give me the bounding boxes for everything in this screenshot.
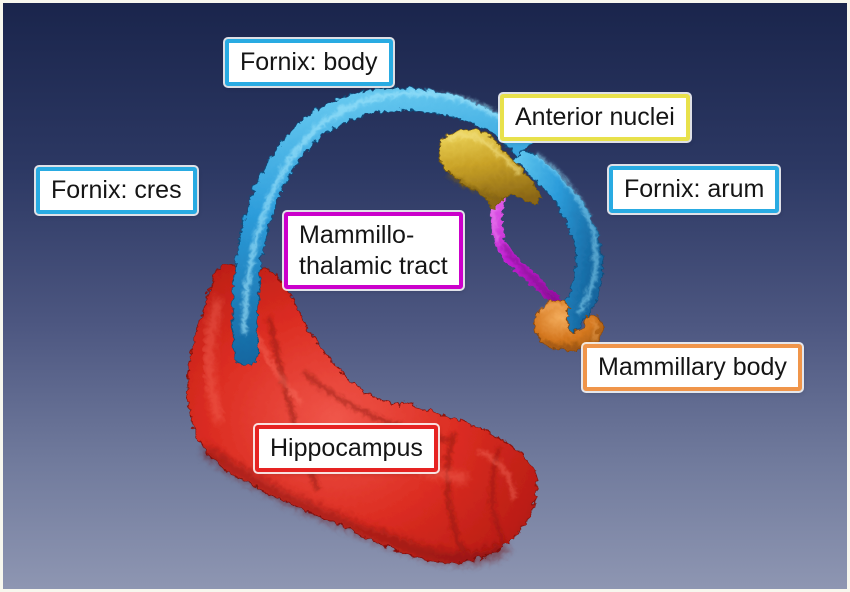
mammillary-body-blob bbox=[531, 297, 602, 350]
mammillary-body-highlight bbox=[538, 302, 562, 312]
hippocampus-highlight bbox=[204, 296, 221, 421]
mammillary-body-highlight bbox=[588, 318, 597, 340]
label-mammillary-body: Mammillary body bbox=[583, 344, 802, 391]
hippocampus-crease bbox=[488, 444, 504, 542]
label-fornix-cres: Fornix: cres bbox=[36, 167, 197, 214]
label-mammillo-line2: thalamic tract bbox=[299, 251, 448, 280]
fornix-arc bbox=[230, 85, 532, 364]
mammillo-thalamic-tract-model bbox=[488, 191, 564, 314]
hippocampus-highlight bbox=[476, 447, 514, 499]
label-fornix-arum: Fornix: arum bbox=[609, 166, 780, 213]
fornix-arc-highlight bbox=[239, 89, 502, 333]
hippocampus-bottom-shadow bbox=[200, 444, 508, 563]
label-fornix-body: Fornix: body bbox=[225, 39, 393, 86]
label-mammillo-line1: Mammillo- bbox=[299, 221, 415, 249]
fornix-body-model bbox=[230, 85, 532, 364]
brain-structures-canvas bbox=[185, 85, 602, 563]
label-mammillo-thalamic-tract: Mammillo- thalamic tract bbox=[284, 212, 463, 289]
label-hippocampus: Hippocampus bbox=[255, 425, 438, 472]
mammillo-thalamic-tract-shadow bbox=[500, 241, 557, 303]
fornix-arum-highlight bbox=[532, 151, 597, 312]
label-anterior-nuclei: Anterior nuclei bbox=[500, 94, 690, 141]
anterior-nuclei-shadow bbox=[445, 171, 499, 199]
hippocampus-crease bbox=[442, 430, 465, 552]
anterior-nuclei-model bbox=[436, 127, 540, 207]
anterior-nuclei-highlight bbox=[443, 131, 520, 174]
